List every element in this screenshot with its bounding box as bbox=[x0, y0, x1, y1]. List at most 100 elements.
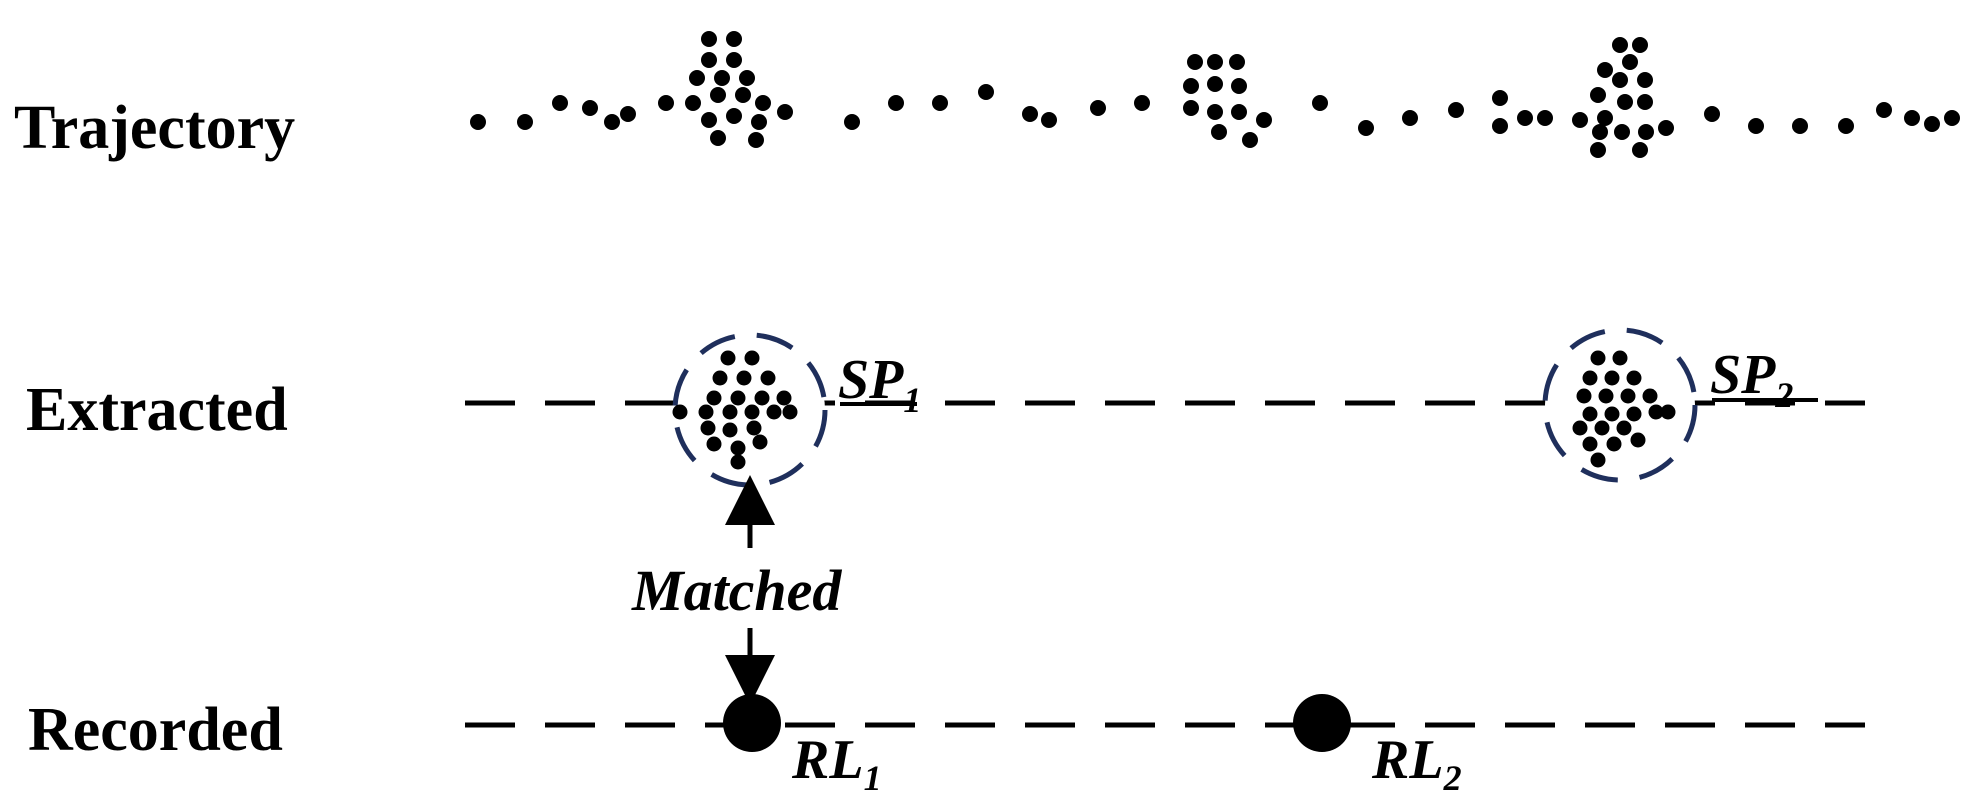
trajectory-point bbox=[726, 52, 742, 68]
trajectory-point bbox=[1537, 110, 1553, 126]
stay-point-2-member bbox=[1576, 388, 1592, 404]
trajectory-point bbox=[1632, 37, 1648, 53]
trajectory-point bbox=[552, 95, 568, 111]
stay-point-1-member bbox=[706, 436, 722, 452]
trajectory-point bbox=[1229, 54, 1245, 70]
stay-point-2-member bbox=[1648, 404, 1664, 420]
trajectory-point bbox=[932, 95, 948, 111]
stay-point-1-member bbox=[730, 390, 746, 406]
stay-point-1-member bbox=[698, 404, 714, 420]
trajectory-point bbox=[1492, 118, 1508, 134]
trajectory-point bbox=[701, 31, 717, 47]
stay-point-2-member bbox=[1582, 406, 1598, 422]
stay-point-2-member bbox=[1590, 350, 1606, 366]
recorded-location-1-label: RL1 bbox=[791, 729, 882, 798]
trajectory-point bbox=[888, 95, 904, 111]
trajectory-point bbox=[470, 114, 486, 130]
stay-point-2-member bbox=[1604, 370, 1620, 386]
trajectory-point bbox=[1612, 37, 1628, 53]
stay-point-1-member bbox=[744, 350, 760, 366]
trajectory-point bbox=[1590, 87, 1606, 103]
trajectory-point bbox=[1592, 124, 1608, 140]
stay-point-2-circle bbox=[1542, 327, 1698, 483]
trajectory-point bbox=[1617, 94, 1633, 110]
trajectory-point bbox=[1597, 110, 1613, 126]
stay-point-1-cluster bbox=[672, 350, 798, 470]
recorded-location-2-marker bbox=[1293, 694, 1351, 752]
stay-point-1-member bbox=[720, 350, 736, 366]
trajectory-point bbox=[685, 95, 701, 111]
trajectory-point bbox=[1658, 120, 1674, 136]
stay-point-2-member bbox=[1630, 432, 1646, 448]
stay-point-2-label: SP2 bbox=[1710, 344, 1793, 415]
stay-point-1-member bbox=[730, 454, 746, 470]
trajectory-points bbox=[470, 31, 1960, 158]
stay-point-2-member bbox=[1604, 406, 1620, 422]
stay-point-2-member bbox=[1590, 452, 1606, 468]
recorded-location-1-marker bbox=[723, 694, 781, 752]
trajectory-point bbox=[726, 31, 742, 47]
stay-point-2-member bbox=[1642, 388, 1658, 404]
trajectory-point bbox=[1637, 72, 1653, 88]
stay-point-2-member bbox=[1616, 420, 1632, 436]
trajectory-point bbox=[1748, 118, 1764, 134]
trajectory-point bbox=[1638, 124, 1654, 140]
trajectory-point bbox=[1448, 102, 1464, 118]
trajectory-point bbox=[1622, 54, 1638, 70]
trajectory-point bbox=[777, 104, 793, 120]
recorded-location-2-label: RL2 bbox=[1371, 729, 1462, 798]
stay-point-2-member bbox=[1582, 370, 1598, 386]
trajectory-point bbox=[1207, 76, 1223, 92]
trajectory-point bbox=[1231, 78, 1247, 94]
row-label-recorded: Recorded bbox=[28, 696, 283, 764]
stay-point-2-member bbox=[1582, 436, 1598, 452]
row-label-trajectory: Trajectory bbox=[14, 94, 295, 162]
trajectory-point bbox=[517, 114, 533, 130]
trajectory-point bbox=[1183, 100, 1199, 116]
stay-point-1-member bbox=[722, 422, 738, 438]
trajectory-point bbox=[1090, 100, 1106, 116]
trajectory-point bbox=[714, 70, 730, 86]
trajectory-point bbox=[658, 95, 674, 111]
trajectory-point bbox=[1402, 110, 1418, 126]
stay-point-1-member bbox=[672, 404, 688, 420]
stay-point-2-member bbox=[1626, 406, 1642, 422]
trajectory-point bbox=[1612, 72, 1628, 88]
trajectory-point bbox=[748, 132, 764, 148]
stay-point-1-member bbox=[754, 390, 770, 406]
trajectory-point bbox=[1041, 112, 1057, 128]
trajectory-point bbox=[735, 87, 751, 103]
trajectory-point bbox=[1358, 120, 1374, 136]
stay-point-1-member bbox=[730, 440, 746, 456]
stay-point-1-member bbox=[782, 404, 798, 420]
stay-point-2-member bbox=[1572, 420, 1588, 436]
trajectory-point bbox=[1590, 142, 1606, 158]
stay-point-1-member bbox=[722, 404, 738, 420]
stay-point-1-label: SP1 bbox=[838, 349, 921, 420]
trajectory-point bbox=[1517, 110, 1533, 126]
trajectory-point bbox=[1597, 62, 1613, 78]
stay-point-2-cluster bbox=[1572, 350, 1676, 468]
stay-point-1-member bbox=[746, 420, 762, 436]
trajectory-point bbox=[1022, 106, 1038, 122]
trajectory-point bbox=[1637, 94, 1653, 110]
stay-point-1-member bbox=[706, 390, 722, 406]
trajectory-point bbox=[1187, 54, 1203, 70]
trajectory-point bbox=[1632, 142, 1648, 158]
trajectory-point bbox=[751, 114, 767, 130]
trajectory-point bbox=[1207, 54, 1223, 70]
trajectory-point bbox=[689, 70, 705, 86]
stay-point-2-member bbox=[1598, 388, 1614, 404]
trajectory-point bbox=[1614, 124, 1630, 140]
trajectory-point bbox=[1924, 116, 1940, 132]
stay-point-1-member bbox=[760, 370, 776, 386]
trajectory-point bbox=[1242, 132, 1258, 148]
trajectory-point bbox=[1838, 118, 1854, 134]
stay-point-2-member bbox=[1594, 420, 1610, 436]
row-label-extracted: Extracted bbox=[26, 376, 288, 444]
trajectory-point bbox=[1211, 124, 1227, 140]
stay-point-2-member bbox=[1612, 350, 1628, 366]
trajectory-point bbox=[739, 70, 755, 86]
trajectory-point bbox=[710, 87, 726, 103]
